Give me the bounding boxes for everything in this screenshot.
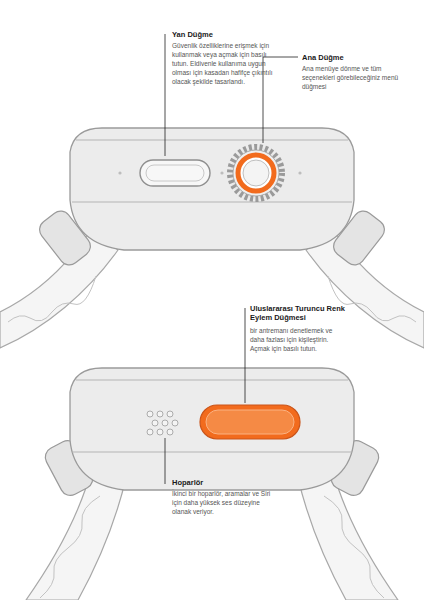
part-description: bir antremanı denetlemek ve daha fazlası… <box>250 327 348 354</box>
leader-line <box>165 438 166 484</box>
side-button-inner <box>146 165 204 181</box>
leader-line <box>165 34 166 156</box>
case-dot <box>118 171 121 174</box>
case-edge <box>72 202 352 203</box>
watch-case <box>70 128 354 250</box>
speaker-hole <box>147 411 153 417</box>
leader-line <box>245 308 246 403</box>
speaker-grille <box>147 411 178 435</box>
case-edge <box>76 140 348 141</box>
action-button-inner <box>206 410 294 434</box>
part-heading: Ana Düğme <box>302 53 412 62</box>
part-description: Ana menüye dönme ve tüm seçenekleri göre… <box>302 65 402 92</box>
watch-case <box>70 368 354 490</box>
part-heading: Yan Düğme <box>172 30 292 39</box>
speaker-hole <box>152 420 158 426</box>
crown-teeth <box>230 147 282 199</box>
speaker-hole <box>172 420 178 426</box>
side-button <box>140 160 210 186</box>
crown-center <box>243 160 269 186</box>
crown-orange-ring <box>238 155 274 191</box>
speaker-hole <box>147 429 153 435</box>
strap-weave <box>328 276 416 322</box>
case-dot <box>220 171 223 174</box>
speaker-hole <box>167 411 173 417</box>
strap-weave <box>40 496 100 598</box>
speaker-hole <box>167 429 173 435</box>
part-description: Güvenlik özelliklerine erişmek için kull… <box>172 42 276 87</box>
speaker-hole <box>157 429 163 435</box>
part-description: İkinci bir hoparlör, aramalar ve Siri iç… <box>172 490 276 517</box>
part-heading: Uluslararası Turuncu Renk Eylem Düğmesi <box>250 304 354 323</box>
crown-body <box>233 150 279 196</box>
case-dot <box>298 171 301 174</box>
speaker-hole <box>157 411 163 417</box>
action-button <box>200 405 300 439</box>
case-edge <box>76 380 348 381</box>
strap-weave <box>324 496 384 598</box>
case-edge <box>72 452 352 453</box>
speaker-hole <box>162 420 168 426</box>
part-heading: Hoparlör <box>172 478 282 487</box>
strap-weave <box>8 276 96 322</box>
